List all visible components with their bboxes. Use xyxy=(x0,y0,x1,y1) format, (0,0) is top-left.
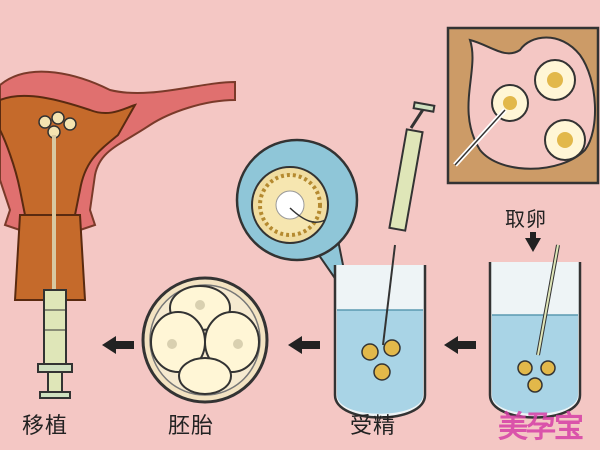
watermark-logo: 美孕宝 xyxy=(498,410,584,445)
uterus-icon xyxy=(0,70,236,301)
label-retrieval: 取卵 xyxy=(505,207,547,231)
arrow-icon xyxy=(102,336,476,354)
embryo-icon xyxy=(141,276,269,404)
ovary-icon xyxy=(446,26,600,185)
label-embryo: 胚胎 xyxy=(168,414,215,439)
label-fertilization: 受精 xyxy=(350,414,397,439)
test-tube-icon xyxy=(488,244,582,419)
label-transfer: 移植 xyxy=(22,414,69,439)
test-tube-icon xyxy=(235,101,436,419)
syringe-icon xyxy=(37,135,73,399)
arrow-down-icon xyxy=(525,232,541,252)
